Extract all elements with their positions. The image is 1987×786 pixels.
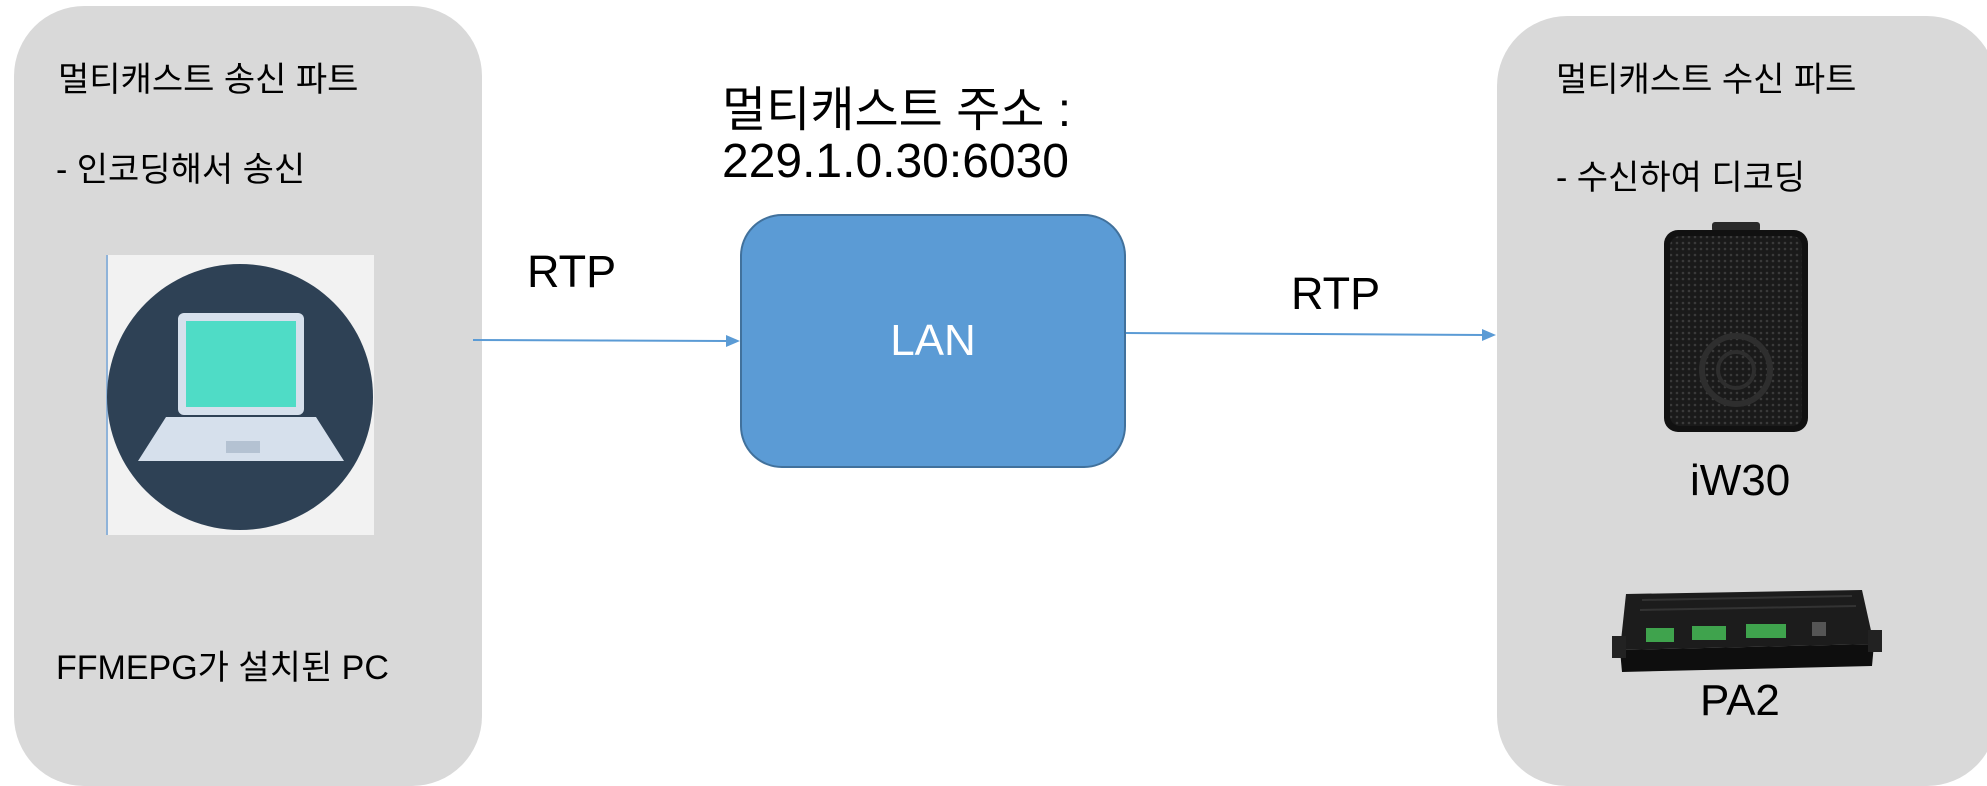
multicast-address-value: 229.1.0.30:6030 (722, 135, 1069, 188)
arrow-sender-to-lan-head (726, 335, 740, 347)
arrow-lan-to-receiver-head (1482, 329, 1496, 341)
laptop-icon (106, 255, 374, 535)
sender-description: - 인코딩해서 송신 (56, 151, 306, 189)
lan-node: LAN (740, 214, 1126, 468)
device-label-pa2: PA2 (1700, 676, 1780, 725)
rtp-label-out: RTP (1291, 268, 1381, 319)
sender-caption: FFMEPG가 설치된 PC (56, 649, 389, 687)
speaker-icon (1662, 222, 1810, 434)
receiver-description: - 수신하여 디코딩 (1556, 159, 1806, 197)
pa-amplifier-icon (1612, 566, 1882, 678)
rtp-label-in: RTP (527, 246, 617, 297)
sender-title: 멀티캐스트 송신 파트 (58, 61, 359, 99)
arrow-sender-to-lan (472, 339, 729, 342)
multicast-address-label: 멀티캐스트 주소 : (722, 84, 1072, 137)
lan-label: LAN (890, 316, 976, 365)
device-label-iw30: iW30 (1690, 456, 1791, 505)
arrow-lan-to-receiver (1125, 332, 1485, 336)
receiver-title: 멀티캐스트 수신 파트 (1556, 61, 1857, 99)
